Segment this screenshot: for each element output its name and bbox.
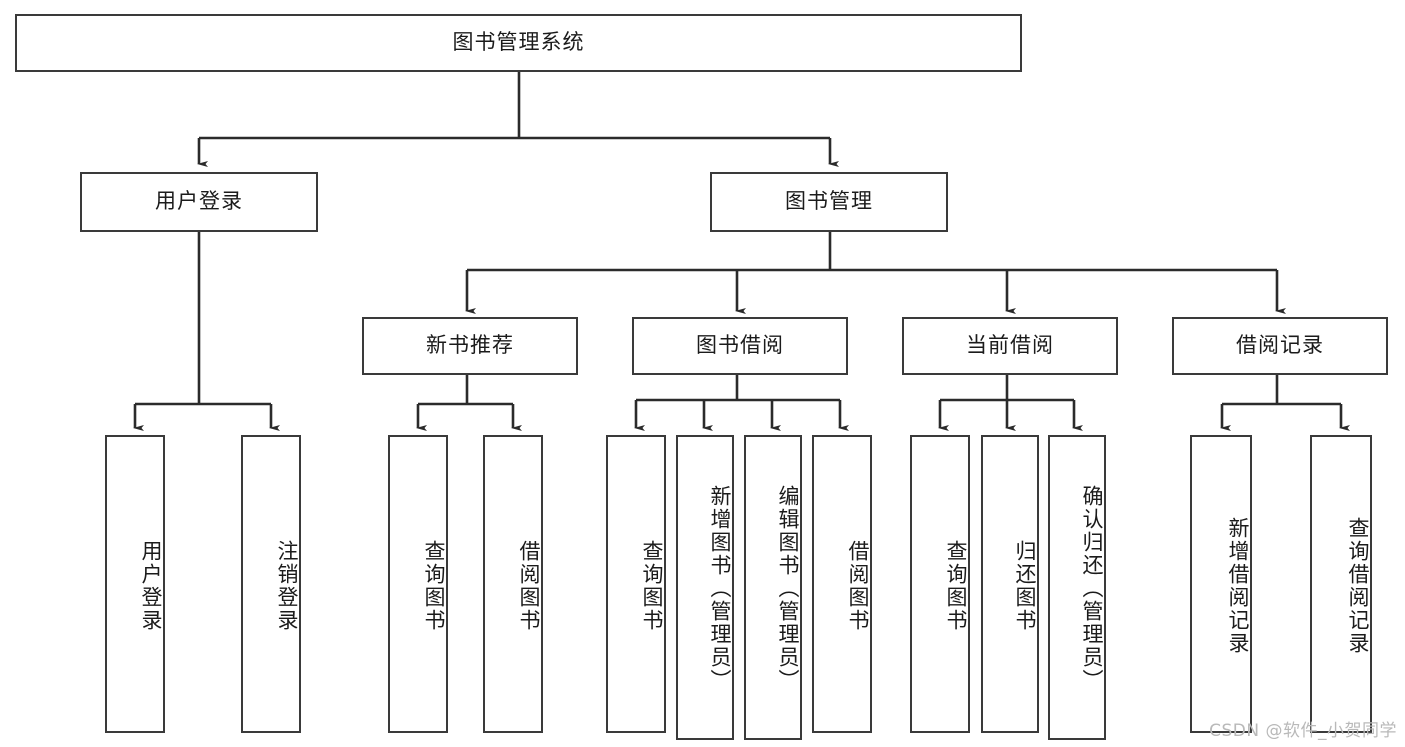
node-label: 查询图书 xyxy=(640,540,664,632)
leaf-borrow-book-borrow[interactable]: 借阅图书 xyxy=(812,435,872,733)
node-label: 图书借阅 xyxy=(696,333,784,358)
leaf-user-login[interactable]: 用户登录 xyxy=(105,435,165,733)
node-label: 编辑图书（管理员） xyxy=(776,485,800,692)
node-current-borrow[interactable]: 当前借阅 xyxy=(902,317,1118,375)
node-label: 查询图书 xyxy=(944,540,968,632)
node-label: 注销登录 xyxy=(275,540,299,632)
leaf-edit-book-admin[interactable]: 编辑图书（管理员） xyxy=(744,435,802,740)
leaf-return-book[interactable]: 归还图书 xyxy=(981,435,1039,733)
node-label: 借阅图书 xyxy=(846,540,870,632)
leaf-add-borrow-record[interactable]: 新增借阅记录 xyxy=(1190,435,1252,733)
leaf-borrow-book-new-recommend[interactable]: 借阅图书 xyxy=(483,435,543,733)
node-borrow-record[interactable]: 借阅记录 xyxy=(1172,317,1388,375)
node-label: 借阅图书 xyxy=(517,540,541,632)
node-label: 新增借阅记录 xyxy=(1226,517,1250,655)
node-book-management[interactable]: 图书管理 xyxy=(710,172,948,232)
leaf-add-book-admin[interactable]: 新增图书（管理员） xyxy=(676,435,734,740)
node-label: 借阅记录 xyxy=(1236,333,1324,358)
node-label: 用户登录 xyxy=(139,540,163,632)
node-label: 新书推荐 xyxy=(426,333,514,358)
leaf-query-book-current[interactable]: 查询图书 xyxy=(910,435,970,733)
node-label: 新增图书（管理员） xyxy=(708,485,732,692)
node-root-book-management-system[interactable]: 图书管理系统 xyxy=(15,14,1022,72)
node-label: 归还图书 xyxy=(1013,540,1037,632)
node-book-borrow[interactable]: 图书借阅 xyxy=(632,317,848,375)
leaf-confirm-return-admin[interactable]: 确认归还（管理员） xyxy=(1048,435,1106,740)
leaf-logout[interactable]: 注销登录 xyxy=(241,435,301,733)
node-label: 用户登录 xyxy=(155,189,243,214)
node-user-login[interactable]: 用户登录 xyxy=(80,172,318,232)
node-label: 查询图书 xyxy=(422,540,446,632)
csdn-watermark: CSDN @软件_小贺同学 xyxy=(1209,721,1397,741)
leaf-query-book-new-recommend[interactable]: 查询图书 xyxy=(388,435,448,733)
node-new-book-recommend[interactable]: 新书推荐 xyxy=(362,317,578,375)
node-label: 查询借阅记录 xyxy=(1346,517,1370,655)
node-label: 图书管理系统 xyxy=(452,30,585,55)
leaf-query-borrow-record[interactable]: 查询借阅记录 xyxy=(1310,435,1372,733)
leaf-query-book-borrow[interactable]: 查询图书 xyxy=(606,435,666,733)
node-label: 图书管理 xyxy=(785,189,873,214)
node-label: 确认归还（管理员） xyxy=(1080,485,1104,692)
node-label: 当前借阅 xyxy=(966,333,1054,358)
